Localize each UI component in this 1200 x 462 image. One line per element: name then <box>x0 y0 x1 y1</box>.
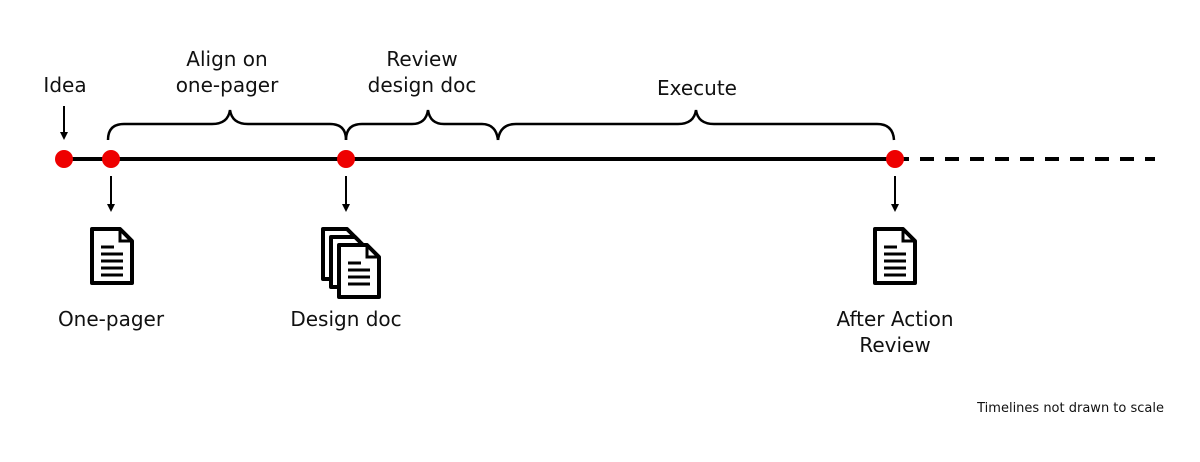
phase-execute-label: Execute <box>657 76 737 100</box>
phase-review-label-line1: Review <box>386 47 458 71</box>
design-doc-dot <box>337 150 355 168</box>
brace-review-design-doc <box>344 109 500 141</box>
design-doc-label: Design doc <box>290 307 402 331</box>
one-pager-dot <box>102 150 120 168</box>
document-stack-icon <box>321 227 381 299</box>
after-action-review-label-line1: After Action <box>836 307 954 331</box>
document-icon <box>873 227 917 285</box>
phase-align-label-line2: one-pager <box>175 73 279 97</box>
phase-align-label-line1: Align on <box>186 47 268 71</box>
idea-label: Idea <box>43 73 87 97</box>
idea-dot <box>55 150 73 168</box>
after-action-review-label-line2: Review <box>859 333 931 357</box>
document-icon <box>90 227 134 285</box>
brace-align-on-one-pager <box>106 109 348 141</box>
phase-review-label-line2: design doc <box>367 73 477 97</box>
one-pager-label: One-pager <box>57 307 165 331</box>
after-action-review-dot <box>886 150 904 168</box>
brace-execute <box>496 109 896 141</box>
footnote: Timelines not drawn to scale <box>977 401 1164 416</box>
